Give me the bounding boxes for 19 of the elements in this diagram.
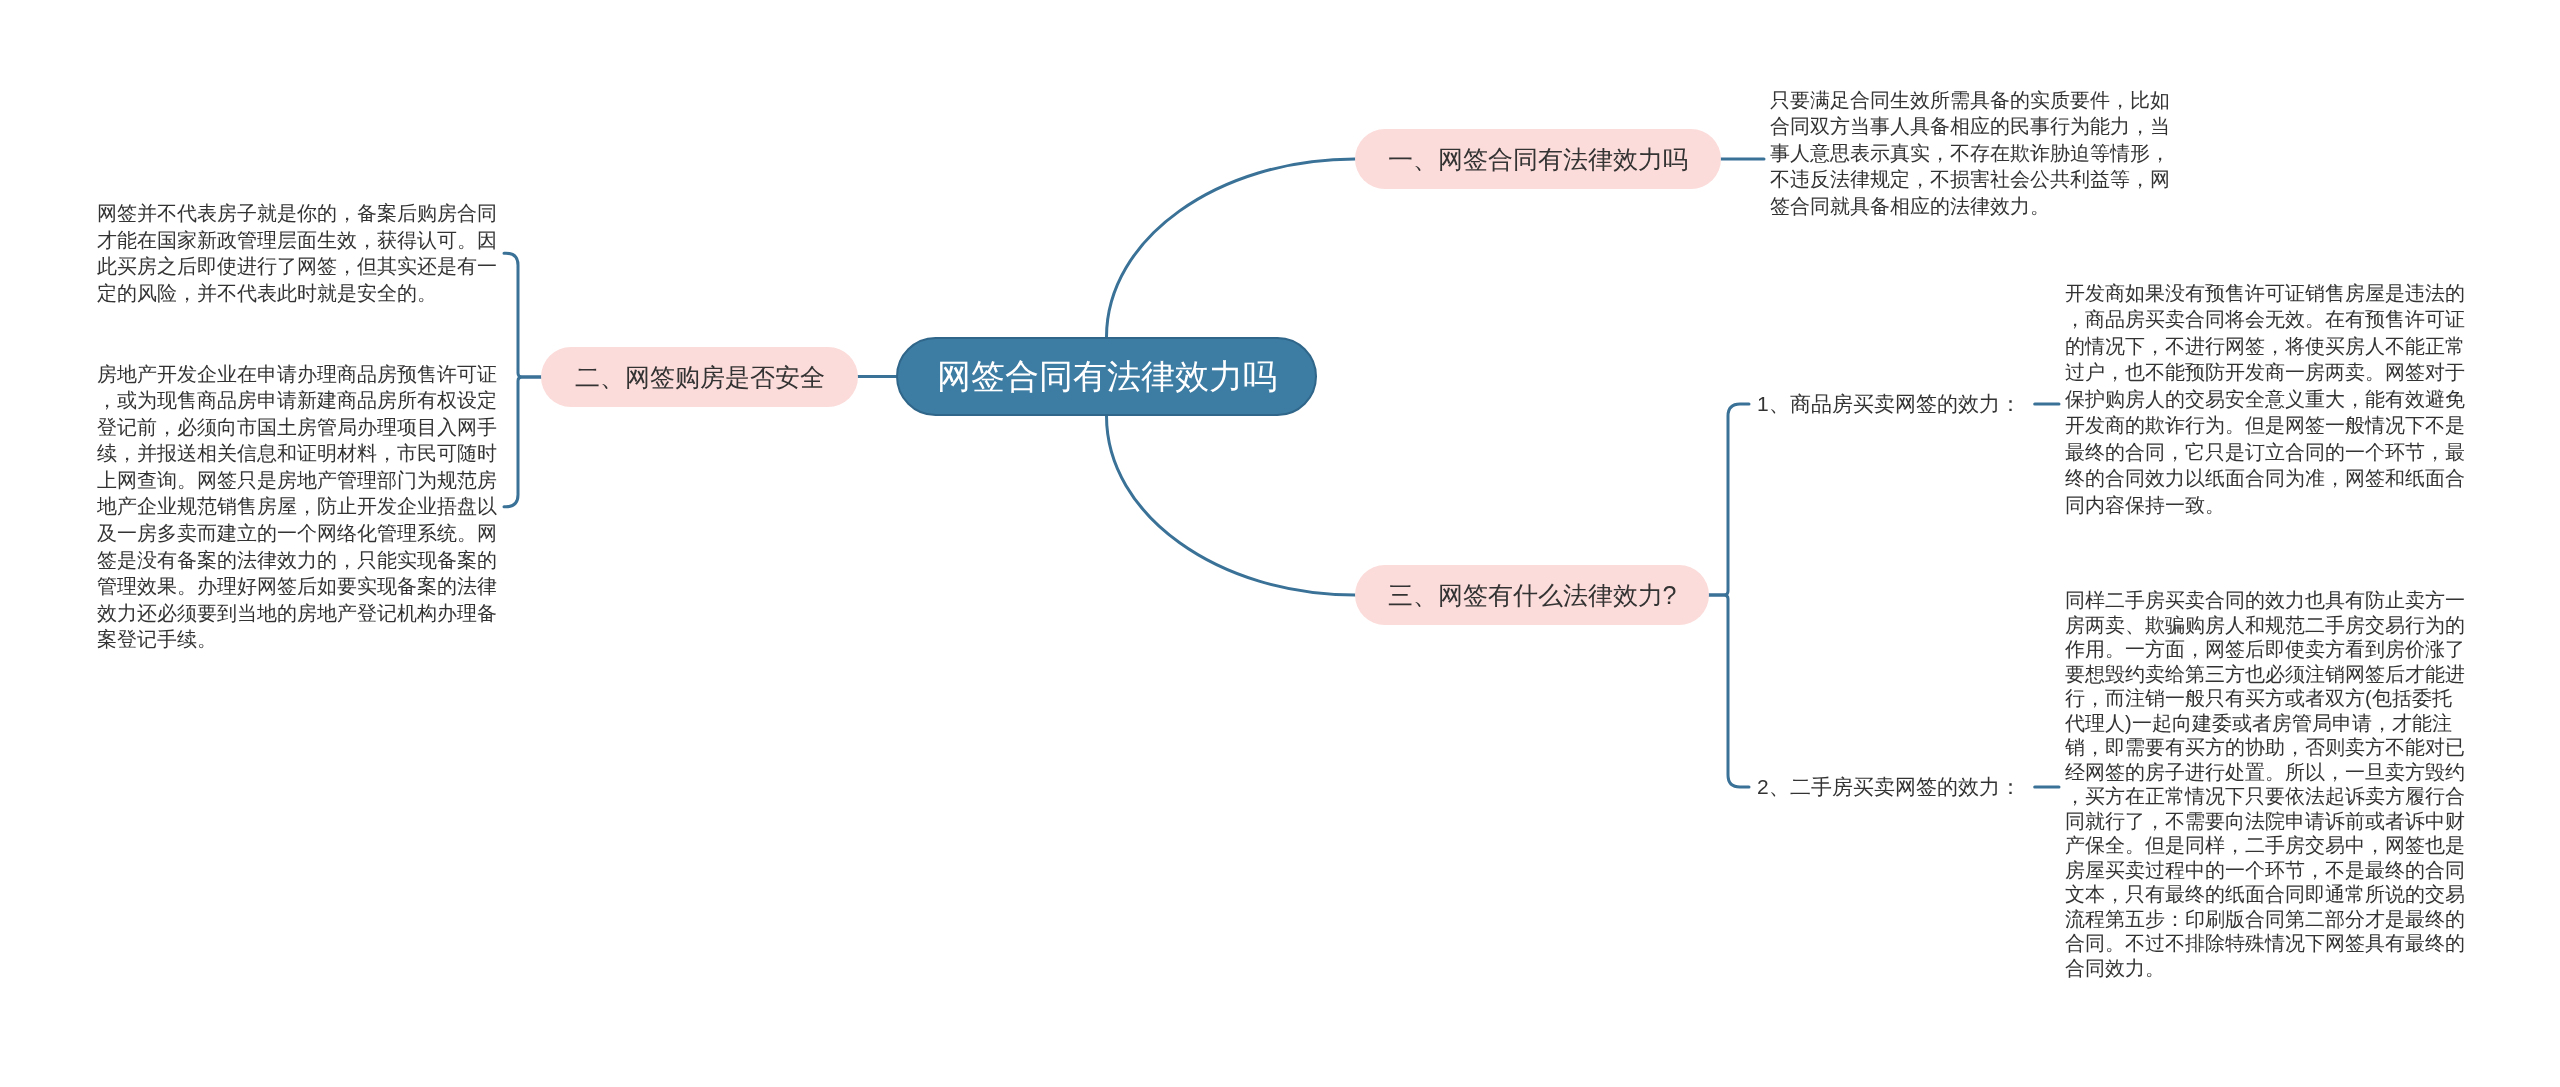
note-text: 同样二手房买卖合同的效力也具有防止卖方一房两卖、欺骗购房人和规范二手房交易行为的作用。一方面，网签后即使卖方看到房价涨了要想毁约卖给第三方也必须注销网签后才能进行，而注销一般只有买方或者双方(包括委托代理人)一起向建委或者房管局申请，才能注销，即需要有买方的协助，否则卖方不能对已经网签的房子进行处置。所以，一旦卖方毁约，买方在正常情况下只要依法起诉卖方履行合同就行了，不需要向法院申请诉前或者诉中财产保全。但是同样，二手房交易中，网签也是房屋买卖过程中的一个环节，不是最终的合同文本，只有最终的纸面合同即通常所说的交易流程第五步：印刷版合同第二部分才是最终的合同。不过不排除特殊情况下网签具有最终的合同效力。 xyxy=(2059,588,2472,980)
branch-topic-pill: 二、网签购房是否安全 xyxy=(541,347,858,407)
topic-pill: 网签合同有法律效力吗 xyxy=(896,337,1317,416)
connector-line xyxy=(856,375,898,378)
note-text: 只要满足合同生效所需具备的实质要件，比如合同双方当事人具备相应的民事行为能力，当事人意思表示真实，不存在欺诈胁迫等情形，不违反法律规定，不损害社会公共利益等，网签合同就具备相应的法律效力。 xyxy=(1764,86,2177,219)
connector-line xyxy=(1719,157,1766,161)
branch-topic-pill: 一、网签合同有法律效力吗 xyxy=(1355,129,1721,189)
curved-connector xyxy=(1105,157,1357,339)
curved-connector xyxy=(1105,414,1357,597)
connector-line xyxy=(2033,402,2061,406)
bracket-line xyxy=(1707,593,1751,789)
note-text: 开发商如果没有预售许可证销售房屋是违法的，商品房买卖合同将会无效。在有预售许可证的情况下，不进行网签，将使买房人不能正常过户，也不能预防开发商一房两卖。网签对于保护购房人的交易安全意义重大，能有效避免开发商的欺诈行为。但是网签一般情况下不是最终的合同，它只是订立合同的一个环节，最终的合同效力以纸面合同为准，网签和纸面合同内容保持一致。 xyxy=(2059,279,2472,518)
subtopic-text: 2、二手房买卖网签的效力： xyxy=(1749,772,2035,802)
branch-topic-pill: 三、网签有什么法律效力? xyxy=(1355,565,1709,625)
subtopic-text: 1、商品房买卖网签的效力： xyxy=(1749,389,2035,419)
connector-line xyxy=(2033,785,2061,789)
note-text: 网签并不代表房子就是你的，备案后购房合同才能在国家新政管理层面生效，获得认可。因此买房之后即使进行了网签，但其实还是有一定的风险，并不代表此时就是安全的。 xyxy=(91,200,504,307)
note-text: 房地产开发企业在申请办理商品房预售许可证，或为现售商品房申请新建商品房所有权设定登记前，必须向市国土房管局办理项目入网手续，并报送相关信息和证明材料，市民可随时上网查询。网签只是房地产管理部门为规范房地产企业规范销售房屋，防止开发企业捂盘以及一房多卖而建立的一个网络化管理系统。网签是没有备案的法律效力的，只能实现备案的管理效果。办理好网签后如要实现备案的法律效力还必须要到当地的房地产登记机构办理备案登记手续。 xyxy=(91,360,504,654)
bracket-line xyxy=(502,375,543,509)
